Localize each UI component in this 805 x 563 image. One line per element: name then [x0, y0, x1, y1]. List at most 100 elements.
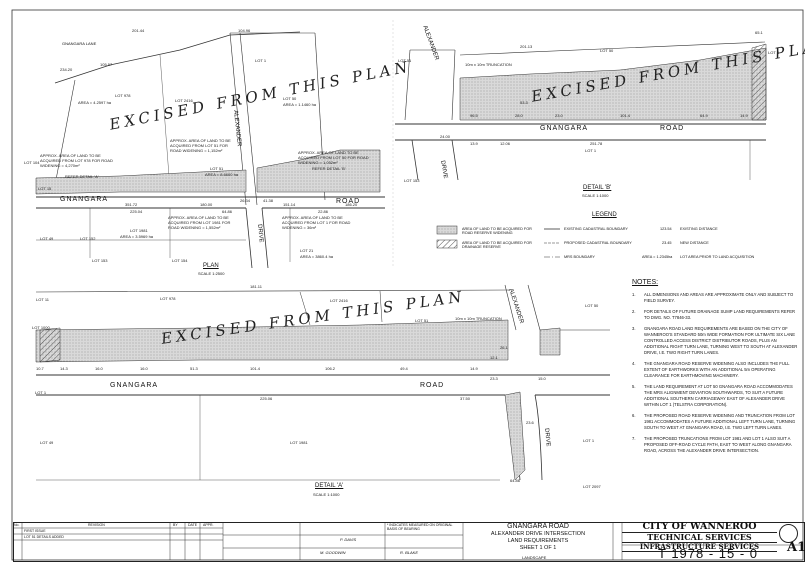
detail-b-view	[395, 41, 767, 181]
project-line: GNANGARA ROAD	[507, 523, 569, 530]
legend-item: NEW DISTANCE	[680, 241, 709, 245]
note-item: 7.THE PROPOSED TRUNCATIONS FROM LOT 1981…	[632, 436, 792, 453]
plan-approx-note: APPROX. AREA OF LAND TO BE ACQUIRED FROM…	[168, 215, 231, 230]
plan-dimension: 104.96	[238, 28, 251, 33]
plan-lot-label: LOT 154	[172, 258, 188, 263]
plan-dimension: 234.20	[60, 67, 73, 72]
plan-lot-label: LOT 51	[210, 166, 224, 171]
detail-a-lot-label: LOT 11	[36, 297, 49, 302]
plan-lot-label: LOT 15	[38, 186, 52, 191]
detail-b-lot-label: LOT 50	[600, 48, 614, 53]
detail-a-acquisition	[35, 319, 509, 363]
detail-a-dimension: 49.4	[400, 366, 408, 371]
detail-a-dimension: 14.3	[60, 366, 68, 371]
plan-dimension: 151.14	[283, 202, 296, 207]
council-name: CITY OF WANNEROO	[642, 521, 757, 532]
detail-b-dimension: 64.9	[700, 113, 708, 118]
revision-entry: FIRST ISSUE	[24, 529, 46, 533]
legend-title: LEGEND	[592, 212, 617, 218]
plan-dimension: 22.86	[318, 209, 329, 214]
revision-header-cell: APPR.	[203, 523, 214, 527]
detail-b-dimension: 251.78	[590, 141, 603, 146]
detail-a-dimension: 10.7	[36, 366, 44, 371]
acquisition-strip-east	[256, 149, 381, 193]
plan-dimension: 225.04	[130, 209, 143, 214]
signature: P. DAVIS	[340, 537, 357, 542]
council-seal-icon	[779, 524, 798, 543]
detail-a-lot-label: LOT 1	[583, 438, 595, 443]
detail-b-dimension: 13.9	[470, 141, 478, 146]
note-item: 6.THE PROPOSED ROAD RESERVE WIDENING AND…	[632, 413, 796, 430]
plan-lot-area: AREA = 3.5969 ha	[120, 234, 154, 239]
plan-lot-area: AREA = 8.6600 ha	[205, 172, 239, 177]
notes-panel: NOTES: 1.ALL DIMENSIONS AND AREAS ARE AP…	[632, 279, 800, 459]
drawing-number: T 1978 - 15 - 0	[658, 546, 759, 561]
detail-b-dimension: 201.13	[520, 44, 533, 49]
acquisition-strip-west	[35, 169, 247, 195]
detail-a-lot-label: LOT 978	[160, 296, 176, 301]
detail-a-lot-label: LOT 51	[415, 318, 429, 323]
plan-lot-label: LOT 50	[283, 96, 297, 101]
detail-a-lot-label: LOT 2416	[330, 298, 348, 303]
legend-item: EXISTING CADASTRAL BOUNDARY	[564, 227, 628, 231]
detail-a-dimension: 225.06	[260, 396, 273, 401]
detail-b-truncation: 10m x 10m TRUNCATION	[465, 62, 512, 67]
plan-lot-area: AREA = 1.1460 ha	[283, 102, 317, 107]
plan-dimension: 180.00	[200, 202, 213, 207]
plan-dimension: 105.57	[100, 62, 113, 67]
plan-lane-name: GNANGARA LANE	[62, 41, 97, 46]
measurement-note: * INDICATES MEASURED ON ORIGINAL BASIS O…	[387, 523, 453, 531]
detail-b-drainage	[751, 43, 767, 121]
plan-dimension: 26.34	[240, 198, 251, 203]
plan-lot-label: LOT 153	[92, 258, 108, 263]
detail-a-dimension: 23.3	[490, 376, 498, 381]
note-item: 4.THE GNANGARA ROAD RESERVE WIDENING ALS…	[632, 361, 790, 378]
plan-lot-label: LOT 978	[115, 93, 131, 98]
detail-b-dimension: 12.06	[500, 141, 511, 146]
detail-a-road-name: GNANGARA	[110, 382, 159, 389]
plan-lot-label: LOT 1981	[130, 228, 148, 233]
note-item: 5.THE LAND REQUIREMENT AT LOT 50 GNANGAR…	[632, 384, 793, 407]
plan-lot-area: AREA = 3860.4 ha	[300, 254, 334, 259]
detail-a-drainage	[39, 327, 61, 363]
revision-header-cell: REVISION	[88, 523, 105, 527]
detail-b-dimension: 101.4	[620, 113, 631, 118]
sheet-border	[11, 9, 804, 561]
detail-a-view	[35, 284, 610, 481]
department-name: INFRASTRUCTURE SERVICES	[622, 542, 777, 552]
legend-item: EXISTING DISTANCE	[680, 227, 718, 231]
legend-sample: 123.54	[660, 227, 672, 231]
plan-dimension: 41.38	[263, 198, 274, 203]
note-item: 3.GNANGARA ROAD LAND REQUIREMENTS ARE BA…	[632, 326, 798, 355]
detail-a-dimension: 51.3	[190, 366, 198, 371]
department-name: TECHNICAL SERVICES	[622, 532, 777, 542]
legend-item: AREA OF LAND TO BE ACQUIRED FOR DRAINAGE…	[462, 241, 532, 249]
plan-lot-label: LOT 104	[24, 160, 40, 165]
legend-item: LOT AREA PRIOR TO LAND ACQUISITION	[680, 255, 755, 259]
detail-a-dimension: 12.1	[490, 355, 498, 360]
plan-road-name: GNANGARA	[60, 196, 109, 203]
detail-a-dimension: 64.86	[510, 478, 521, 483]
plan-refer-detail: REFER DETAIL 'A'	[65, 174, 99, 179]
detail-a-dimension: 26.1	[500, 345, 508, 350]
plan-boundary-north	[54, 31, 301, 84]
plan-approx-note: APPROX. AREA OF LAND TO BE ACQUIRED FROM…	[298, 150, 369, 165]
detail-a-dimension: 16.0	[140, 366, 148, 371]
notes-title: NOTES:	[632, 279, 659, 286]
legend-sample: 23.45	[662, 241, 672, 245]
landscape-label: LANDSCAPE	[522, 555, 547, 560]
detail-a-lot-label: LOT 1	[35, 390, 47, 395]
detail-b-road-suffix: ROAD	[660, 125, 685, 132]
plan-lot-area: AREA = 4.2597 ha	[78, 100, 112, 105]
revision-entry: LOT 51 DETAILS ADDED	[24, 535, 64, 539]
plan-road-suffix: ROAD	[336, 198, 361, 205]
detail-a-dimension: 181.11	[250, 284, 262, 289]
project-title: GNANGARA ROAD ALEXANDER DRIVE INTERSECTI…	[463, 522, 613, 552]
detail-b-lot-label: LOT 2	[768, 50, 780, 55]
detail-a-scale: SCALE 1:1000	[313, 492, 340, 497]
revision-header-cell: DATE	[188, 523, 198, 527]
plan-refer-detail: REFER DETAIL 'B'	[312, 166, 346, 171]
plan-lot-label: LOT 2416	[175, 98, 193, 103]
detail-a-title: DETAIL 'A'	[315, 483, 344, 489]
